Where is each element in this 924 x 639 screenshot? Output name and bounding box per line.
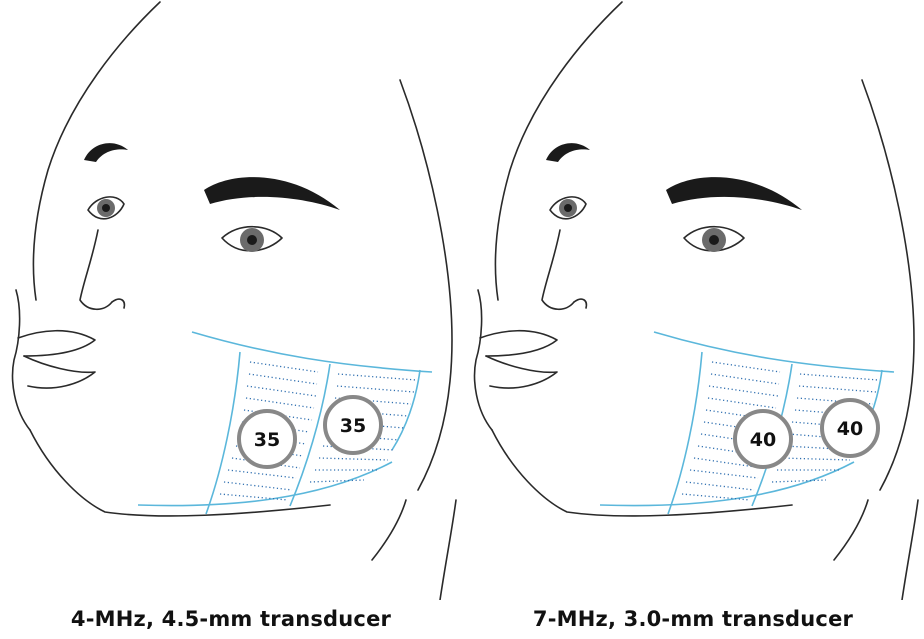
zone-top-edge [654, 332, 894, 372]
zone-divider-right [392, 370, 420, 450]
face-illustration: 40 40 [462, 0, 924, 600]
eyebrow-right [666, 177, 802, 210]
neck-line [372, 500, 406, 560]
neck-line-2 [440, 500, 456, 600]
zone-divider-left [668, 352, 702, 514]
zone-top-edge [192, 332, 432, 372]
pupil-left [564, 204, 572, 212]
nostril [112, 299, 124, 308]
zone-divider-left [206, 352, 240, 514]
upper-lip [18, 331, 95, 356]
nose [542, 230, 574, 309]
pupil-left [102, 204, 110, 212]
nostril [574, 299, 586, 308]
pupil-right [709, 235, 719, 245]
pass-count-label: 35 [254, 429, 280, 451]
panel-4mhz: 35 35 4-MHz, 4.5-mm transducer [0, 0, 462, 639]
pass-marker-1: 40 [735, 411, 791, 467]
zone-bottom-edge [600, 462, 854, 506]
lower-lip [24, 356, 95, 388]
eyebrow-left [546, 143, 590, 162]
eyebrow-right [204, 177, 340, 210]
cheek-outline [475, 290, 492, 430]
pass-marker-2: 35 [325, 397, 381, 453]
pass-count-label: 40 [750, 429, 776, 451]
panel-caption: 4-MHz, 4.5-mm transducer [0, 607, 462, 631]
pass-marker-1: 35 [239, 411, 295, 467]
face-right-outline [400, 80, 452, 490]
pupil-right [247, 235, 257, 245]
neck-line-2 [902, 500, 918, 600]
upper-lip [480, 331, 557, 356]
face-illustration: 35 35 [0, 0, 462, 600]
pass-marker-2: 40 [822, 400, 878, 456]
panel-7mhz: 40 40 7-MHz, 3.0-mm transducer [462, 0, 924, 639]
neck-line [834, 500, 868, 560]
panel-caption: 7-MHz, 3.0-mm transducer [462, 607, 924, 631]
cheek-outline [13, 290, 30, 430]
lower-lip [486, 356, 557, 388]
eyebrow-left [84, 143, 128, 162]
pass-count-label: 40 [837, 418, 863, 440]
pass-count-label: 35 [340, 415, 366, 437]
nose [80, 230, 112, 309]
